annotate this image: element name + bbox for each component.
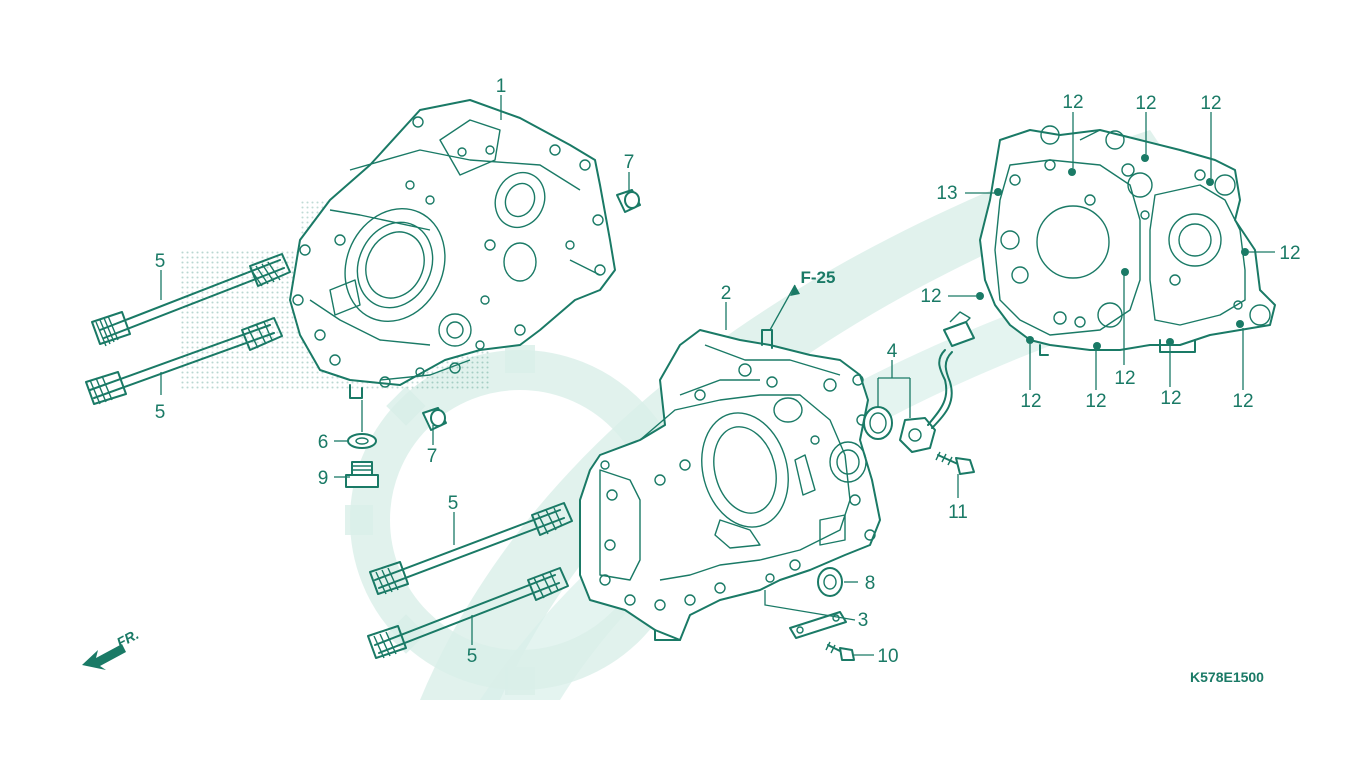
- label-1: 1: [496, 76, 507, 97]
- label-6: 6: [318, 432, 329, 453]
- label-7a: 7: [624, 152, 635, 173]
- bolt-11: [935, 451, 975, 475]
- callout-labels: 1 7 5 5 6 7 9 5 5 2 F-25 4 11 8 3 10 12 …: [114, 76, 1301, 685]
- label-2: 2: [721, 283, 732, 304]
- crankcase-gasket: [976, 125, 1276, 356]
- label-8: 8: [865, 573, 876, 594]
- label-5a: 5: [155, 251, 166, 272]
- label-4: 4: [887, 341, 898, 362]
- label-5c: 5: [448, 493, 459, 514]
- label-12-top2: 12: [1135, 93, 1156, 114]
- label-12-top3: 12: [1200, 93, 1221, 114]
- label-5d: 5: [467, 646, 478, 667]
- right-crankcase: [579, 329, 881, 641]
- label-5b: 5: [155, 402, 166, 423]
- label-12-bot1: 12: [1020, 391, 1041, 412]
- reference-f25[interactable]: F-25: [801, 268, 836, 287]
- oil-seal: [817, 567, 843, 597]
- figure-code: K578E1500: [1190, 669, 1264, 685]
- left-crankcase: [289, 99, 616, 399]
- label-7b: 7: [427, 446, 438, 467]
- front-arrow-icon: [82, 644, 126, 670]
- label-10: 10: [877, 646, 898, 667]
- reference-arrow: [790, 285, 800, 296]
- label-13: 13: [936, 183, 957, 204]
- label-12-bot5: 12: [1232, 391, 1253, 412]
- studs: [85, 253, 573, 659]
- neutral-switch: [863, 311, 975, 453]
- drain-plug-set: [345, 433, 379, 488]
- dowel-pins: [422, 189, 641, 431]
- label-11: 11: [948, 502, 968, 523]
- label-12-right: 12: [1279, 243, 1300, 264]
- label-12-left: 12: [920, 286, 941, 307]
- label-12-bot2: 12: [1085, 391, 1106, 412]
- label-12-bot4: 12: [1160, 388, 1181, 409]
- leader-lines: [160, 95, 1275, 656]
- label-3: 3: [858, 610, 869, 631]
- label-12-bot3: 12: [1114, 368, 1135, 389]
- label-9: 9: [318, 468, 329, 489]
- label-12-top1: 12: [1062, 92, 1083, 113]
- setting-plate: [789, 611, 855, 661]
